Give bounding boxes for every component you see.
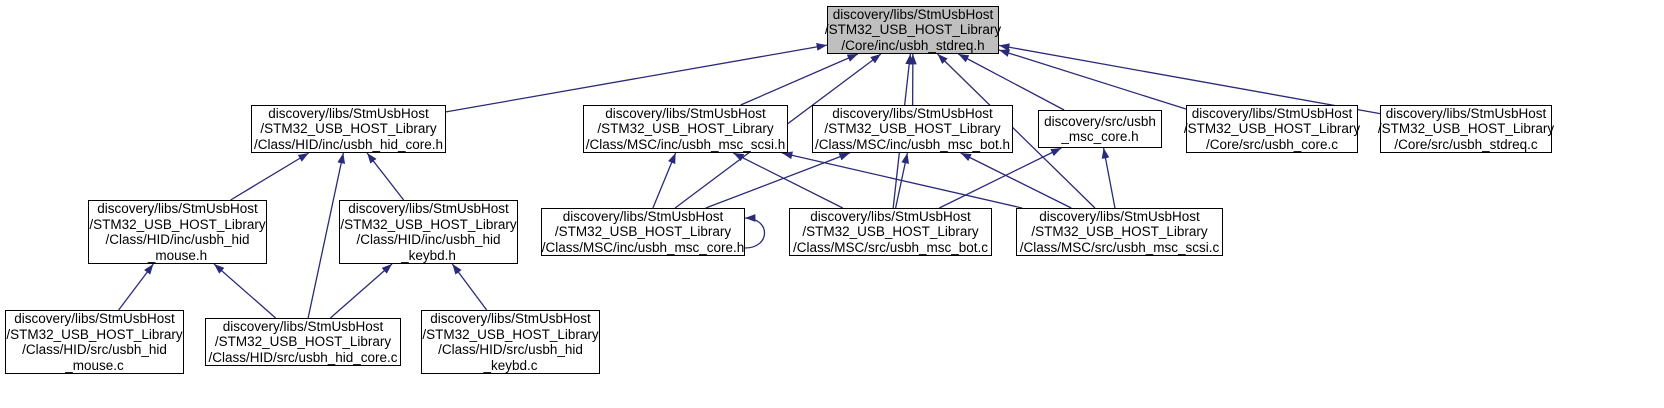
graph-edge (1101, 147, 1116, 209)
graph-edge (781, 151, 1023, 209)
graph-edge (230, 152, 309, 201)
graph-node-usbh_hid_keybd_c[interactable]: discovery/libs/StmUsbHost /STM32_USB_HOS… (421, 310, 600, 374)
graph-node-usbh_msc_core_h[interactable]: discovery/libs/StmUsbHost /STM32_USB_HOS… (541, 208, 745, 256)
graph-node-label: discovery/src/usbh _msc_core.h (1044, 113, 1156, 145)
graph-edge (958, 53, 1065, 111)
graph-node-label: discovery/libs/StmUsbHost /STM32_USB_HOS… (6, 311, 183, 373)
graph-node-usbh_msc_bot_c[interactable]: discovery/libs/StmUsbHost /STM32_USB_HOS… (789, 208, 992, 256)
graph-edge (740, 53, 859, 106)
graph-node-label: discovery/libs/StmUsbHost /STM32_USB_HOS… (1183, 105, 1361, 152)
graph-edge (705, 152, 850, 209)
graph-node-label: discovery/libs/StmUsbHost /STM32_USB_HOS… (89, 201, 266, 263)
graph-edge (960, 152, 1072, 209)
graph-edge (894, 152, 910, 209)
graph-node-usbh_hid_keybd_h[interactable]: discovery/libs/StmUsbHost /STM32_USB_HOS… (339, 200, 518, 264)
graph-node-label: discovery/libs/StmUsbHost /STM32_USB_HOS… (585, 105, 786, 152)
graph-node-label: discovery/libs/StmUsbHost /STM32_USB_HOS… (824, 6, 1002, 53)
graph-node-usbh_hid_mouse_h[interactable]: discovery/libs/StmUsbHost /STM32_USB_HOS… (88, 200, 267, 264)
graph-edge (652, 152, 677, 209)
graph-edge (998, 49, 1187, 110)
graph-node-label: discovery/libs/StmUsbHost /STM32_USB_HOS… (340, 201, 517, 263)
graph-node-label: discovery/libs/StmUsbHost /STM32_USB_HOS… (208, 318, 398, 365)
graph-node-usbh_hid_core_h[interactable]: discovery/libs/StmUsbHost /STM32_USB_HOS… (251, 105, 446, 153)
graph-edge (445, 43, 828, 113)
graph-edge (118, 263, 154, 311)
graph-edge (451, 263, 488, 311)
graph-node-usbh_msc_scsi_h[interactable]: discovery/libs/StmUsbHost /STM32_USB_HOS… (583, 105, 788, 153)
graph-node-usbh_core_c[interactable]: discovery/libs/StmUsbHost /STM32_USB_HOS… (1184, 105, 1360, 153)
graph-edge (329, 263, 393, 319)
graph-edge (998, 43, 1381, 115)
graph-node-usbh_stdreq_c[interactable]: discovery/libs/StmUsbHost /STM32_USB_HOS… (1378, 105, 1554, 153)
graph-node-src_usbh_msc_core_h[interactable]: discovery/src/usbh _msc_core.h (1038, 110, 1162, 148)
graph-node-usbh_stdreq_h[interactable]: discovery/libs/StmUsbHost /STM32_USB_HOS… (825, 6, 1001, 54)
graph-node-label: discovery/libs/StmUsbHost /STM32_USB_HOS… (814, 105, 1011, 152)
graph-node-label: discovery/libs/StmUsbHost /STM32_USB_HOS… (541, 208, 745, 255)
graph-node-usbh_msc_bot_h[interactable]: discovery/libs/StmUsbHost /STM32_USB_HOS… (812, 105, 1013, 153)
graph-node-usbh_msc_scsi_c[interactable]: discovery/libs/StmUsbHost /STM32_USB_HOS… (1016, 208, 1223, 256)
graph-node-usbh_hid_core_c[interactable]: discovery/libs/StmUsbHost /STM32_USB_HOS… (205, 318, 401, 366)
graph-node-label: discovery/libs/StmUsbHost /STM32_USB_HOS… (1019, 208, 1220, 255)
graph-node-label: discovery/libs/StmUsbHost /STM32_USB_HOS… (253, 105, 444, 152)
graph-edge (939, 147, 1062, 209)
graph-node-usbh_hid_mouse_c[interactable]: discovery/libs/StmUsbHost /STM32_USB_HOS… (5, 310, 184, 374)
edge-layer (118, 43, 1381, 319)
graph-edge (732, 152, 844, 209)
graph-node-label: discovery/libs/StmUsbHost /STM32_USB_HOS… (422, 311, 599, 373)
graph-node-label: discovery/libs/StmUsbHost /STM32_USB_HOS… (792, 208, 989, 255)
graph-edge (366, 152, 405, 201)
graph-edge (213, 263, 277, 319)
graph-node-label: discovery/libs/StmUsbHost /STM32_USB_HOS… (1377, 105, 1555, 152)
